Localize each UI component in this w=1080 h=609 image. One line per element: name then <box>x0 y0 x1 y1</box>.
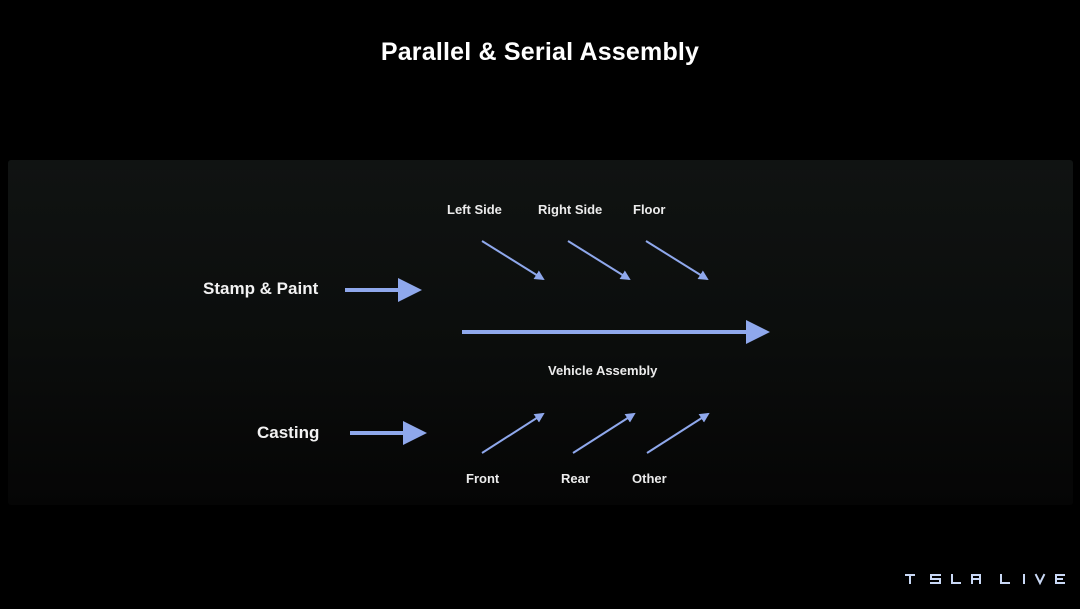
floor-label: Floor <box>633 202 666 217</box>
right-side-arrow <box>567 240 631 281</box>
other-arrow <box>646 412 710 454</box>
tesla-live-logo <box>905 573 1065 586</box>
front-label: Front <box>466 471 500 486</box>
right-side-label: Right Side <box>538 202 603 217</box>
rear-arrow <box>572 412 636 454</box>
rear-label: Rear <box>561 471 590 486</box>
front-arrow <box>481 412 545 454</box>
left-side-label: Left Side <box>447 202 502 217</box>
floor-arrow <box>645 240 709 281</box>
casting-label: Casting <box>257 423 320 442</box>
left-side-arrow <box>481 240 545 281</box>
stamp-paint-label: Stamp & Paint <box>203 279 319 298</box>
page-title: Parallel & Serial Assembly <box>380 38 700 66</box>
vehicle-assembly-label: Vehicle Assembly <box>548 363 658 378</box>
other-label: Other <box>632 471 667 486</box>
